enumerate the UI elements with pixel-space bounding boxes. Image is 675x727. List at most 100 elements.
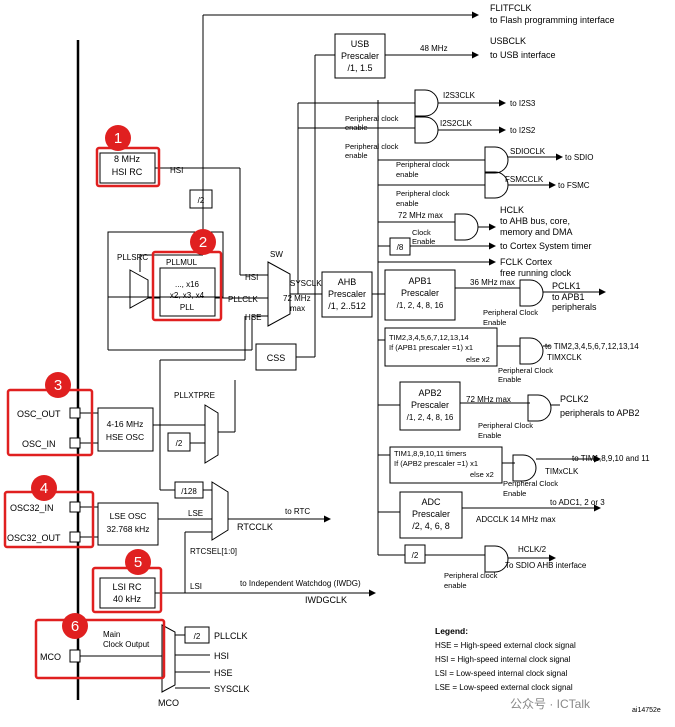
sdio-ahb-div2-label: /2 [412,551,419,560]
hse-l2: HSE OSC [106,432,144,442]
badge-6 [62,613,88,639]
i2s2-to: to I2S2 [510,126,536,135]
legend-lsi: LSI = Low-speed internal clock signal [435,669,568,678]
i2s-enable2b: enable [345,151,368,160]
sysclk-max1: 72 MHz [283,294,311,303]
usb-freq: 48 MHz [420,44,448,53]
apb2-l2: Prescaler [411,400,449,410]
apb2-en-b: Enable [478,431,501,440]
fclk-label: FCLK Cortex [500,257,553,267]
osc-in-pin [69,437,81,449]
tim-apb2-en-b: Enable [503,489,526,498]
pllsrc-mux [129,269,149,309]
pll-line1: ..., x16 [175,280,200,289]
badge-1 [105,125,131,151]
watermark: 公众号 · ICTalk [510,697,591,711]
hsi-out-label: HSI [170,166,183,175]
lsi-l1: LSI RC [112,582,142,592]
sdio-to: to SDIO [565,153,593,162]
mco-main1: Main [103,630,120,639]
ref-code: ai14752e [632,707,661,714]
legend-lse: LSE = Low-speed external clock signal [435,683,573,692]
hclk-desc2: memory and DMA [500,227,573,237]
badge-3-label: 3 [54,377,62,394]
hsi-rc-line2: HSI RC [112,167,143,177]
sdio-ahb-to: To SDIO AHB interface [505,561,587,570]
rtcsel-label: RTCSEL[1:0] [190,547,237,556]
apb2-en-a: Peripheral Clock [478,421,533,430]
tim-apb2-block [389,446,503,484]
hclk-div2-label: HCLK/2 [518,545,547,554]
apb1-en-a: Peripheral Clock [483,308,538,317]
badge-6-label: 6 [71,618,79,635]
legend-title: Legend: [435,626,468,636]
i2s-enable2a: Peripheral clock [345,142,399,151]
hclk-max: 72 MHz max [398,211,443,220]
css-label: CSS [267,353,286,363]
rtcclk-label: RTCCLK [237,522,273,532]
i2s3-to: to I2S3 [510,99,536,108]
hse-osc-block [97,407,154,452]
fsmc-en-a: Peripheral clock [396,189,450,198]
pclk1-label: PCLK1 [552,281,581,291]
i2s3-gate [414,89,439,117]
pll-line3: PLL [180,303,195,312]
i2s2clk-label: I2S2CLK [440,119,473,128]
iwdg-to: to Independent Watchdog (IWDG) [240,579,361,588]
clock-enable-a: Clock [412,228,431,237]
tim-apb1-to: to TIM2,3,4,5,6,7,12,13,14 [545,342,639,351]
cortex-timer-label: to Cortex System timer [500,241,592,251]
ahb-l2: Prescaler [328,289,366,299]
adc-l2: Prescaler [412,509,450,519]
osc32-in-pin [69,501,81,513]
i2s2-gate [414,116,439,144]
timxclk-apb2: TIMxCLK [545,467,579,476]
mco-mux-label: MCO [158,698,179,708]
lse-osc-block [97,502,159,546]
div128-label: /128 [181,487,197,496]
mco-pin-label: MCO [40,652,61,662]
apb1-l2: Prescaler [401,288,439,298]
tim-apb2-l1: TIM1,8,9,10,11 timers [394,449,467,458]
sdio-en-b: enable [396,170,419,179]
tim-apb1-block [384,327,498,367]
mco-pin [69,649,81,663]
usbclk-label: USBCLK [490,36,526,46]
timxclk-apb1: TIMXCLK [547,353,582,362]
hse-div2-block [167,432,191,452]
sysmux-hse: HSE [245,313,261,322]
hsi-div2-block [189,189,213,209]
sysclk-mux [267,261,291,327]
sysclk-max2: max [290,304,305,313]
legend-hse: HSE = High-speed external clock signal [435,641,576,650]
apb1-l3: /1, 2, 4, 8, 16 [397,301,444,310]
hsi-div2-label: /2 [198,196,205,205]
pllsrc-label: PLLSRC [117,253,148,262]
i2s-enable1b: enable [345,123,368,132]
hsi-rc-line1: 8 MHz [114,154,141,164]
tim-apb1-l3: else x2 [466,355,490,364]
tim-apb2-to: to TIM1,8,9,10 and 11 [572,454,650,463]
badge-3 [45,372,71,398]
sdio-ahb-en-b: enable [444,581,467,590]
apb2-l1: APB2 [418,388,441,398]
apb2-to: peripherals to APB2 [560,408,640,418]
adc-to: to ADC1, 2 or 3 [550,498,605,507]
badge-1-label: 1 [114,130,122,147]
badge-4-label: 4 [40,480,48,497]
apb1-gate [519,279,544,307]
mco-main2: Clock Output [103,640,150,649]
pll-block [159,267,216,317]
fclk-desc: free running clock [500,268,572,278]
sw-label: SW [270,250,283,259]
apb1-max: 36 MHz max [470,278,515,287]
sdio-gate [484,146,509,174]
usb-prescaler-title: USB [351,39,370,49]
i2s-enable1a: Peripheral clock [345,114,399,123]
apb2-l3: /1, 2, 4, 8, 16 [407,413,454,422]
tim-apb2-l2: If (APB2 prescaler =1) x1 [394,459,478,468]
fsmc-to: to FSMC [558,181,590,190]
iwdgclk-label: IWDGCLK [305,595,347,605]
hclk-gate [454,213,479,241]
pclk2-label: PCLK2 [560,394,589,404]
